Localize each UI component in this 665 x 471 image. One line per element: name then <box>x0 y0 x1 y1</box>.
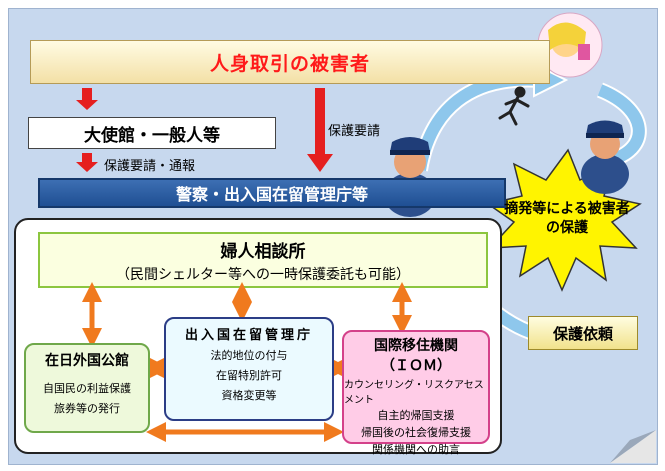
consulate-line-1: 自国民の利益保護 <box>43 382 131 395</box>
womens-consultation-subtitle: （民間シェルター等への一時保護委託も可能） <box>116 266 410 283</box>
protection-report-label: 保護要請・通報 <box>104 159 196 174</box>
immigration-title: 出入国在留管理庁 <box>184 328 313 343</box>
police-immigration-box: 警察・出入国在留管理庁等 <box>38 178 506 208</box>
consulate-title: 在日外国公館 <box>45 353 129 369</box>
womens-consultation-title: 婦人相談所 <box>220 241 306 262</box>
protection-request-badge: 保護依頼 <box>528 316 638 350</box>
running-person-icon <box>498 86 530 126</box>
arrest-protection-text: 摘発等による被害者の保護 <box>504 201 630 236</box>
consulate-line-2: 旅券等の発行 <box>54 402 120 415</box>
red-arrow-victim-to-embassy <box>76 88 98 110</box>
embassy-box: 大使館・一般人等 <box>28 117 276 149</box>
iom-line-4: 関係機関への助言 <box>372 443 460 456</box>
iom-title: 国際移住機関 <box>374 338 458 354</box>
iom-line-2: 自主的帰国支援 <box>377 409 455 422</box>
iom-abbr: （ＩＯＭ） <box>381 358 451 374</box>
iom-box: 国際移住機関 （ＩＯＭ） カウンセリング・リスクアセスメント 自主的帰国支援 帰… <box>342 330 490 456</box>
red-arrow-victim-to-police <box>307 88 333 172</box>
immigration-line-3: 資格変更等 <box>221 389 277 402</box>
womens-consultation-box: 婦人相談所 （民間シェルター等への一時保護委託も可能） <box>38 232 488 288</box>
immigration-services-box: 出入国在留管理庁 法的地位の付与 在留特別許可 資格変更等 <box>164 317 334 421</box>
foreign-consulate-box: 在日外国公館 自国民の利益保護 旅券等の発行 <box>24 343 150 433</box>
victim-box: 人身取引の被害者 <box>30 40 550 84</box>
victim-person-icon <box>537 12 603 78</box>
police-officer-icon-2 <box>581 120 629 194</box>
immigration-line-1: 法的地位の付与 <box>210 349 288 362</box>
iom-line-1: カウンセリング・リスクアセスメント <box>344 380 484 406</box>
red-arrow-embassy-to-police <box>76 153 98 172</box>
protection-request-label: 保護要請 <box>328 124 381 139</box>
iom-line-3: 帰国後の社会復帰支援 <box>361 426 471 439</box>
immigration-line-2: 在留特別許可 <box>216 369 282 382</box>
